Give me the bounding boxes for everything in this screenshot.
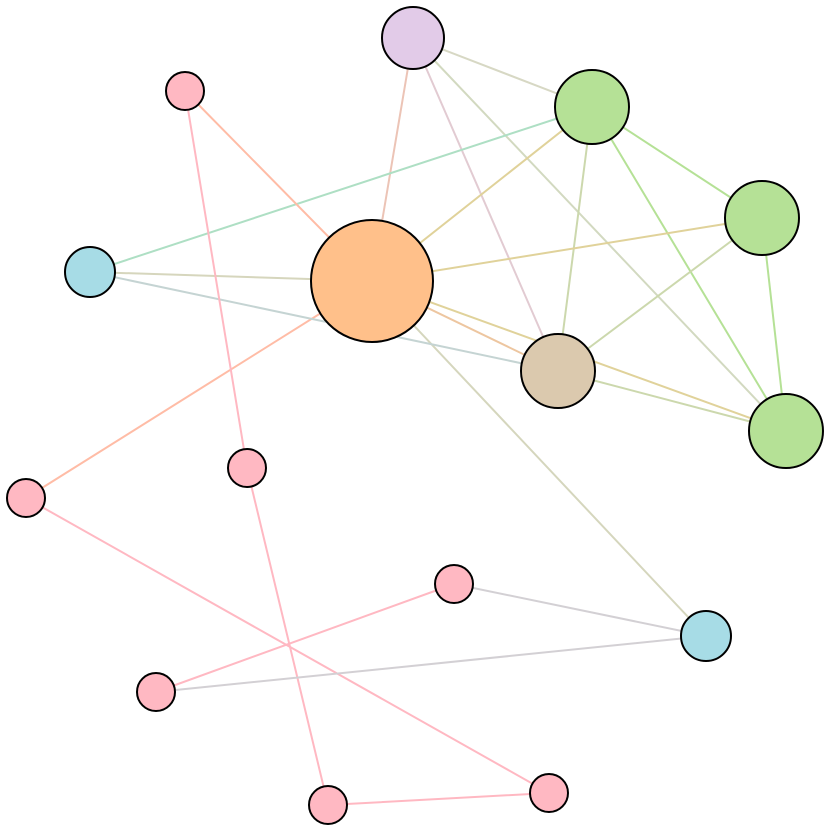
edge-n-pink-6-n-pink-7 [327, 792, 550, 806]
edge-n-cyan-left-n-tan [89, 271, 559, 372]
edge-n-green-right-n-orange-hub [371, 217, 763, 282]
edge-n-lavender-n-tan [412, 37, 559, 372]
edge-n-tan-n-green-bottom [557, 370, 787, 432]
edge-n-pink-5-n-cyan-right [155, 635, 707, 693]
node-orange-hub [310, 219, 434, 343]
node-pink-1 [165, 71, 205, 111]
node-cyan-right [680, 610, 732, 662]
edge-n-pink-4-n-cyan-right [453, 583, 707, 637]
edge-n-orange-hub-n-pink-3 [25, 280, 373, 499]
edge-n-pink-3-n-pink-7 [25, 497, 550, 794]
edge-n-orange-hub-n-cyan-right [371, 280, 707, 637]
node-green-bottom [748, 393, 824, 469]
edge-n-green-top-n-green-bottom [591, 106, 787, 432]
node-pink-2 [227, 448, 267, 488]
edge-n-pink-2-n-pink-6 [246, 467, 329, 806]
node-tan [520, 333, 596, 409]
node-lavender [381, 6, 445, 70]
edge-n-lavender-n-green-bottom [412, 37, 787, 432]
node-pink-4 [434, 564, 474, 604]
node-green-right [724, 180, 800, 256]
edge-n-pink-1-n-pink-2 [184, 90, 248, 469]
node-cyan-left [64, 246, 116, 298]
node-green-top [554, 69, 630, 145]
edge-n-green-top-n-cyan-left [89, 106, 593, 273]
node-pink-3 [6, 478, 46, 518]
node-layer [6, 6, 824, 825]
node-pink-6 [308, 785, 348, 825]
edge-n-green-top-n-tan [557, 106, 593, 372]
edge-n-green-right-n-tan [557, 217, 763, 372]
edge-n-pink-4-n-pink-5 [155, 583, 455, 693]
node-pink-5 [136, 672, 176, 712]
node-pink-7 [529, 773, 569, 813]
